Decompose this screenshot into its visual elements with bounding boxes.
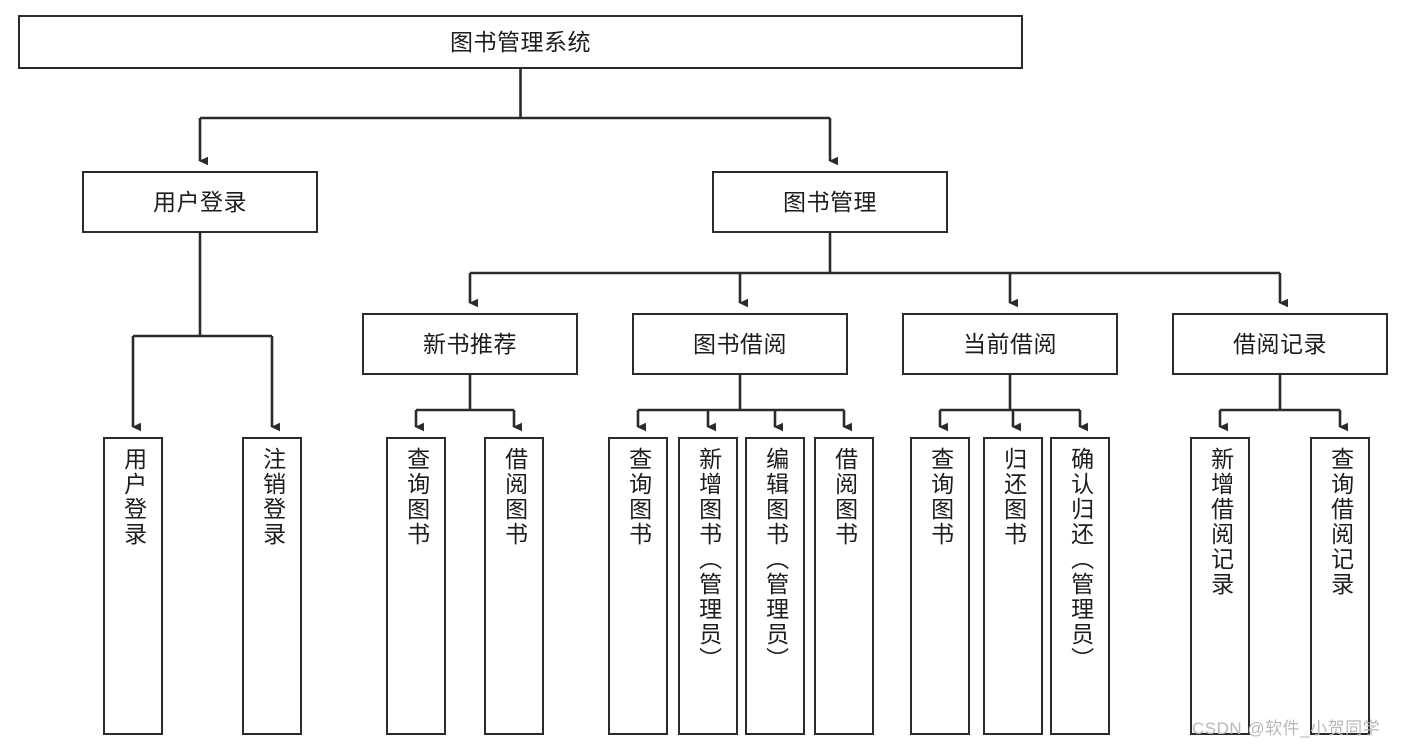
node-current-borrow[interactable]: 当前借阅 xyxy=(902,313,1118,375)
node-book-management-label: 图书管理 xyxy=(783,188,877,215)
node-leaf-confirm-return-label: 确认归还（管理员） xyxy=(1067,447,1094,672)
node-user-login[interactable]: 用户登录 xyxy=(82,171,318,233)
node-leaf-query-borrow-record-label: 查询借阅记录 xyxy=(1327,447,1354,597)
node-book-borrow-label: 图书借阅 xyxy=(693,330,787,357)
node-leaf-borrow-book[interactable]: 借阅图书 xyxy=(814,437,874,735)
node-leaf-add-borrow-record[interactable]: 新增借阅记录 xyxy=(1190,437,1250,735)
node-borrow-record-label: 借阅记录 xyxy=(1233,330,1327,357)
node-leaf-query-books-current-label: 查询图书 xyxy=(927,447,954,547)
node-leaf-user-login[interactable]: 用户登录 xyxy=(103,437,163,735)
node-borrow-record[interactable]: 借阅记录 xyxy=(1172,313,1388,375)
node-user-login-label: 用户登录 xyxy=(153,188,247,215)
node-leaf-borrow-books-rec-label: 借阅图书 xyxy=(501,447,528,547)
node-leaf-logout-label: 注销登录 xyxy=(259,447,286,547)
node-leaf-edit-book[interactable]: 编辑图书（管理员） xyxy=(745,437,805,735)
node-leaf-query-books-rec[interactable]: 查询图书 xyxy=(386,437,446,735)
node-leaf-query-borrow-record[interactable]: 查询借阅记录 xyxy=(1310,437,1370,735)
node-leaf-return-book-label: 归还图书 xyxy=(1000,447,1027,547)
node-new-book-recommend[interactable]: 新书推荐 xyxy=(362,313,578,375)
node-leaf-return-book[interactable]: 归还图书 xyxy=(983,437,1043,735)
node-current-borrow-label: 当前借阅 xyxy=(963,330,1057,357)
node-leaf-query-books-current[interactable]: 查询图书 xyxy=(910,437,970,735)
node-leaf-query-books-rec-label: 查询图书 xyxy=(403,447,430,547)
node-leaf-borrow-books-rec[interactable]: 借阅图书 xyxy=(484,437,544,735)
node-leaf-confirm-return[interactable]: 确认归还（管理员） xyxy=(1050,437,1110,735)
node-root[interactable]: 图书管理系统 xyxy=(18,15,1023,69)
node-leaf-logout[interactable]: 注销登录 xyxy=(242,437,302,735)
node-new-book-recommend-label: 新书推荐 xyxy=(423,330,517,357)
node-leaf-borrow-book-label: 借阅图书 xyxy=(831,447,858,547)
node-leaf-add-book[interactable]: 新增图书（管理员） xyxy=(678,437,738,735)
node-leaf-user-login-label: 用户登录 xyxy=(120,447,147,547)
node-book-management[interactable]: 图书管理 xyxy=(712,171,948,233)
node-leaf-add-borrow-record-label: 新增借阅记录 xyxy=(1207,447,1234,597)
node-root-label: 图书管理系统 xyxy=(450,28,591,55)
node-leaf-query-books-borrow[interactable]: 查询图书 xyxy=(608,437,668,735)
node-leaf-add-book-label: 新增图书（管理员） xyxy=(695,447,722,672)
node-leaf-edit-book-label: 编辑图书（管理员） xyxy=(762,447,789,672)
node-book-borrow[interactable]: 图书借阅 xyxy=(632,313,848,375)
node-leaf-query-books-borrow-label: 查询图书 xyxy=(625,447,652,547)
